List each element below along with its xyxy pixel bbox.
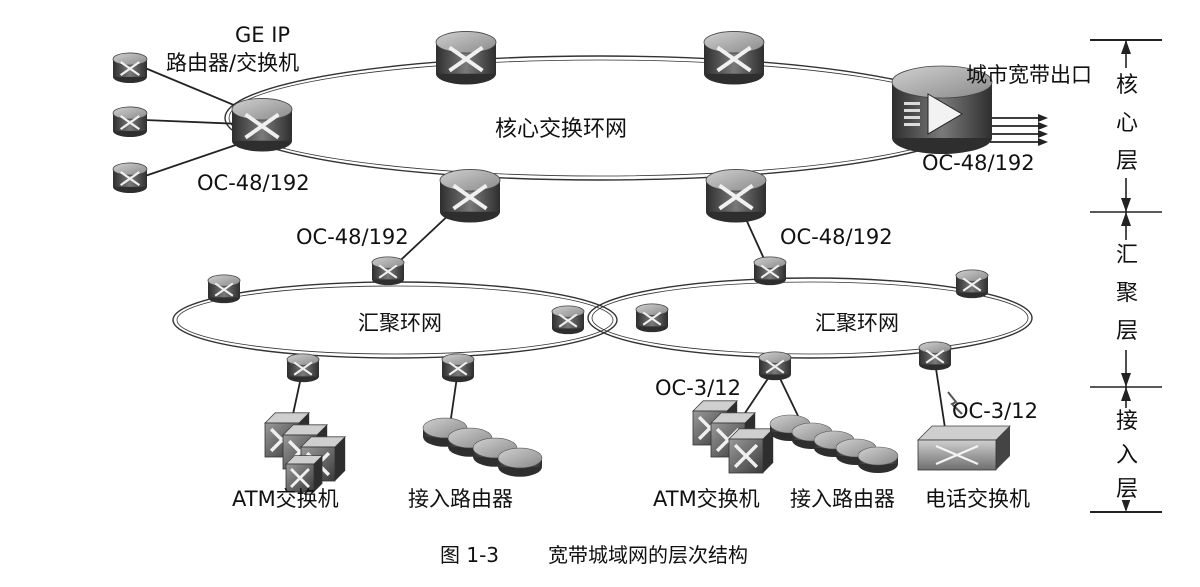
label-agg-ring-left: 汇聚环网: [358, 311, 442, 335]
figure-caption: 图 1-3 宽带城域网的层次结构: [440, 543, 748, 567]
label-access-router-right: 接入路由器: [790, 487, 895, 511]
label-access-router-left: 接入路由器: [408, 487, 513, 511]
agg-l-node-2: [371, 256, 405, 286]
atm-switch-left-4: [285, 455, 324, 493]
label-oc48-left-mid: OC-48/192: [296, 225, 409, 249]
label-core-ring: 核心交换环网: [495, 117, 627, 142]
router-small-2: [112, 106, 148, 138]
core-router-top-2: [703, 31, 765, 85]
agg-r-node-4: [758, 351, 792, 381]
router-small-3: [112, 162, 148, 194]
label-city-exit: 城市宽带出口: [966, 63, 1092, 87]
label-oc48-right-top: OC-48/192: [922, 151, 1035, 175]
devices-layer: [112, 31, 1011, 493]
exit-arrow-head: [1038, 114, 1048, 122]
atm-switch-right-3: [728, 428, 775, 474]
signal-arrow: [947, 391, 963, 415]
agg-l-node-5: [441, 353, 475, 383]
agg-l-node-4: [286, 353, 320, 383]
core-router-bottom-1: [439, 169, 501, 223]
label-oc3-right: OC-3/12: [952, 399, 1038, 423]
core-router-left-big: [231, 98, 293, 152]
link-agg-r-access-3: [934, 361, 946, 429]
router-small-1: [112, 52, 148, 84]
layer-indicator: 核 心 层 汇 聚 层 接 入 层: [1090, 39, 1162, 513]
layer-core-char-2: 心: [1116, 111, 1138, 136]
core-router-bottom-2: [705, 169, 767, 223]
agg-r-node-1: [635, 303, 669, 333]
label-oc48-left-top: OC-48/192: [197, 171, 310, 195]
caption-number: 图 1-3: [440, 543, 499, 567]
agg-l-node-3: [551, 305, 585, 335]
agg-r-node-3: [955, 269, 989, 299]
layer-core-char-3: 层: [1116, 149, 1138, 174]
agg-l-node-1: [207, 274, 241, 304]
access-router-left-4: [497, 447, 543, 477]
agg-r-node-5: [918, 341, 952, 371]
core-router-top-1: [435, 31, 497, 85]
label-oc3-left: OC-3/12: [655, 376, 741, 400]
access-router-right-5: [857, 446, 899, 473]
agg-ring-right: [587, 277, 1033, 359]
layer-access-char-2: 入: [1116, 443, 1138, 468]
label-phone-switch: 电话交换机: [925, 487, 1030, 511]
exit-arrow-head: [1038, 130, 1048, 138]
layer-access-char-1: 接: [1116, 409, 1138, 434]
layer-core-char-1: 核: [1116, 73, 1138, 98]
exit-arrow-head: [1038, 122, 1048, 130]
agg-r-node-2: [753, 256, 787, 286]
layer-access-char-3: 层: [1116, 477, 1138, 502]
layer-agg-char-3: 层: [1116, 319, 1138, 344]
labels-layer: GE IP 路由器/交换机 核心交换环网 城市宽带出口 OC-48/192 OC…: [166, 23, 1092, 511]
label-atm-left: ATM交换机: [232, 487, 339, 511]
layer-agg-char-1: 汇: [1116, 243, 1138, 268]
exit-arrow-head: [1038, 138, 1048, 146]
label-agg-ring-right: 汇聚环网: [815, 311, 899, 335]
layer-agg-char-2: 聚: [1116, 281, 1138, 306]
label-atm-right: ATM交换机: [653, 487, 760, 511]
phone-switch-device: [917, 425, 1011, 471]
label-ge-ip: GE IP: [235, 23, 290, 47]
caption-title: 宽带城域网的层次结构: [548, 543, 748, 567]
label-oc48-right-mid: OC-48/192: [780, 225, 893, 249]
city-exit-router: [891, 65, 993, 154]
label-router-switch: 路由器/交换机: [166, 51, 299, 75]
